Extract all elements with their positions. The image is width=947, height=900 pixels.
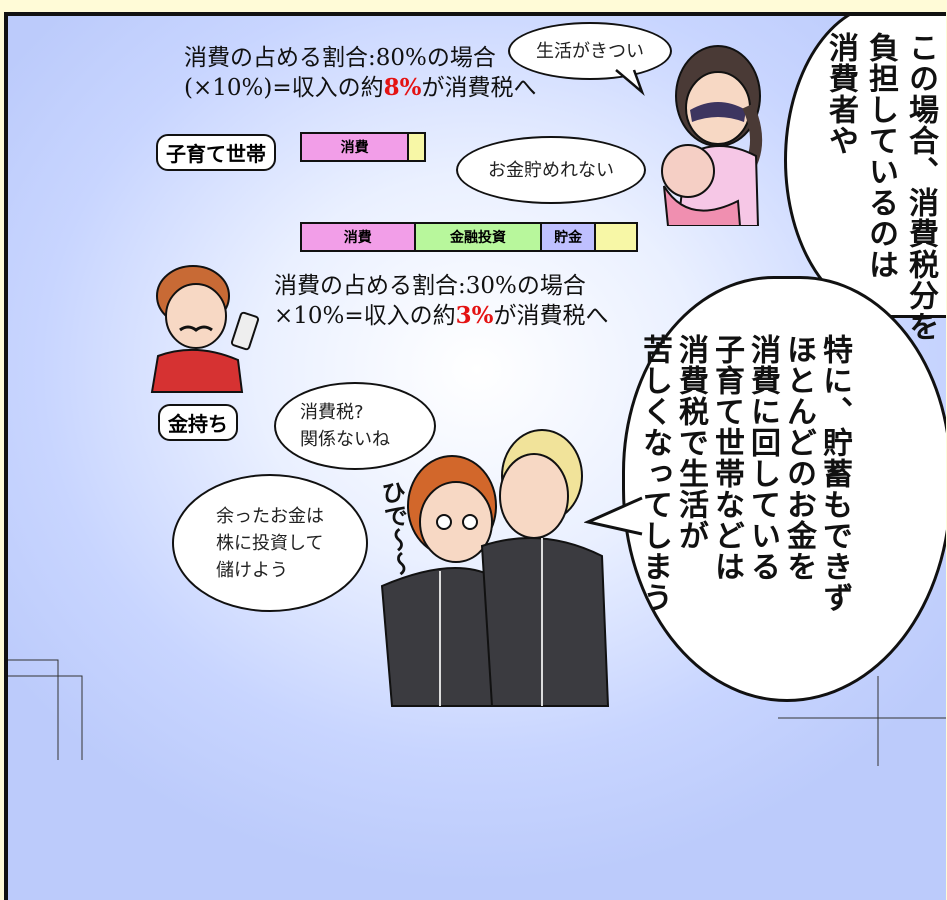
stat-80-block: 消費の占める割合:80%の場合 (×10%)=収入の約8%が消費税へ bbox=[184, 44, 536, 103]
stat-80-percent: 8% bbox=[383, 74, 422, 101]
stat-80-line1: 消費の占める割合:80%の場合 bbox=[184, 45, 496, 71]
bar-rich-remainder bbox=[595, 224, 636, 250]
comic-panel: 消費の占める割合:80%の場合 (×10%)=収入の約8%が消費税へ 生活がきつ… bbox=[4, 12, 946, 900]
two-men-illustration bbox=[380, 429, 610, 707]
label-rich: 金持ち bbox=[158, 404, 238, 441]
mother-with-baby-illustration bbox=[661, 45, 763, 226]
stat-30-block: 消費の占める割合:30%の場合 ×10%=収入の約3%が消費税へ bbox=[274, 272, 609, 331]
guide-lines-left bbox=[8, 659, 83, 760]
narration-tail-icon bbox=[584, 496, 643, 536]
label-child-rearing-household: 子育て世帯 bbox=[156, 134, 276, 171]
stat-30-line2: ×10%=収入の約3%が消費税へ bbox=[274, 302, 609, 329]
bar-rich-savings: 貯金 bbox=[542, 224, 596, 250]
stat-30-line1: 消費の占める割合:30%の場合 bbox=[274, 273, 586, 299]
narration-text-1: この場合、消費税分を 負担しているのは 消費者や bbox=[823, 32, 938, 342]
speech-bubble-invest: 余ったお金は 株に投資して 儲けよう bbox=[172, 474, 368, 612]
bar-family-remainder bbox=[409, 134, 424, 160]
rich-man-illustration bbox=[150, 265, 260, 393]
bar-family: 消費 bbox=[300, 132, 426, 162]
stat-30-percent: 3% bbox=[455, 302, 494, 329]
bar-rich: 消費 金融投資 貯金 bbox=[300, 222, 638, 252]
speech-bubble-tax-irrelevant: 消費税? 関係ないね bbox=[274, 382, 436, 470]
speech-bubble-hard-life: 生活がきつい bbox=[508, 22, 672, 80]
narration-text-2: 特に、貯蓄もできず ほとんどのお金を 消費に回している 子育て世帯などは 消費税… bbox=[637, 334, 852, 613]
speech-bubble-cant-save: お金貯めれない bbox=[456, 136, 646, 204]
stat-80-line2: (×10%)=収入の約8%が消費税へ bbox=[184, 74, 537, 101]
bubble-tail-icon bbox=[615, 69, 645, 96]
guide-lines-right bbox=[778, 676, 946, 766]
narration-bubble-1 bbox=[784, 16, 946, 318]
bar-rich-consumption: 消費 bbox=[302, 224, 416, 250]
bar-family-consumption: 消費 bbox=[302, 134, 410, 160]
bar-rich-investment: 金融投資 bbox=[415, 224, 543, 250]
narration-bubble-2 bbox=[622, 276, 946, 702]
